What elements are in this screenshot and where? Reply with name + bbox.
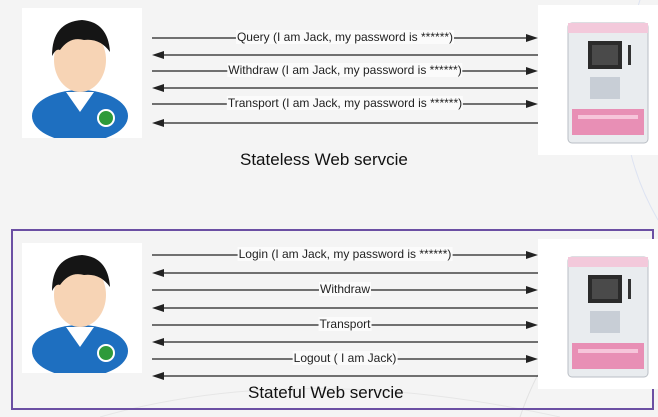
response-arrow: [152, 49, 538, 61]
stateless-panel: Query (I am Jack, my password is ******)…: [0, 0, 658, 205]
stateful-panel: Login (I am Jack, my password is ******)…: [11, 229, 658, 410]
request-arrow: Logout ( I am Jack): [152, 351, 538, 365]
request-label: Query (I am Jack, my password is ******): [235, 30, 455, 44]
request-arrow: Withdraw: [152, 282, 538, 296]
response-arrow: [152, 117, 538, 129]
response-arrow: [152, 370, 538, 382]
request-arrow: Withdraw (I am Jack, my password is ****…: [152, 63, 538, 77]
request-label: Login (I am Jack, my password is ******): [237, 247, 453, 261]
request-label: Withdraw: [318, 282, 372, 296]
user-avatar-icon: [22, 8, 142, 142]
request-arrow: Transport: [152, 317, 538, 331]
request-label: Withdraw (I am Jack, my password is ****…: [227, 63, 463, 77]
atm-machine-icon: [538, 239, 658, 389]
response-arrow: [152, 82, 538, 94]
user-avatar-icon: [22, 243, 142, 377]
response-arrow: [152, 267, 538, 279]
atm-machine-icon: [538, 5, 658, 155]
request-arrow: Query (I am Jack, my password is ******): [152, 30, 538, 44]
response-arrow: [152, 336, 538, 348]
stateless-caption: Stateless Web servcie: [240, 150, 408, 169]
response-arrow: [152, 302, 538, 314]
request-label: Logout ( I am Jack): [292, 351, 398, 365]
request-arrow: Login (I am Jack, my password is ******): [152, 247, 538, 261]
stateful-caption: Stateful Web servcie: [248, 383, 404, 402]
request-label: Transport: [318, 317, 372, 331]
request-label: Transport (I am Jack, my password is ***…: [226, 96, 464, 110]
request-arrow: Transport (I am Jack, my password is ***…: [152, 96, 538, 110]
